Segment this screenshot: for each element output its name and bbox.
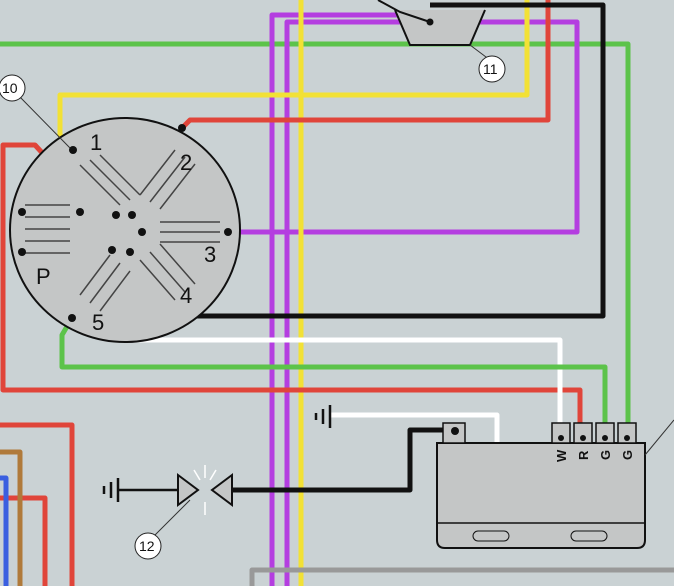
stator-label-1: 1 xyxy=(90,130,102,155)
lamp-12: 12 xyxy=(134,465,233,560)
coil-2 xyxy=(139,149,196,210)
wire-white-ground xyxy=(330,412,500,442)
wire-green-top xyxy=(0,41,631,430)
wire-black-lamp xyxy=(232,427,455,493)
wire-red-bottom-left-2 xyxy=(0,495,48,586)
wire-blue-bottom-left xyxy=(0,475,9,586)
wire-red-bottom-left xyxy=(0,422,75,586)
terminal-r: R xyxy=(576,450,591,460)
switch-11: 11 xyxy=(377,0,506,83)
svg-text:12: 12 xyxy=(139,538,155,554)
stator-label-p: P xyxy=(36,264,51,289)
stator-label-4: 4 xyxy=(180,283,192,308)
ground-icon xyxy=(314,405,332,428)
terminal-g2: G xyxy=(620,450,635,460)
stator-label-2: 2 xyxy=(180,150,192,175)
svg-text:11: 11 xyxy=(483,61,498,77)
coil-p xyxy=(25,204,70,254)
wire-grey-bottom-right xyxy=(249,567,674,586)
coil-4 xyxy=(139,243,196,301)
svg-text:10: 10 xyxy=(2,80,18,96)
wire-purple-vertical-a xyxy=(269,12,420,586)
wire-purple-vertical-b xyxy=(228,19,580,586)
terminal-w: W xyxy=(554,449,569,462)
coil-1 xyxy=(79,154,141,206)
stator-plate: 1 2 3 4 5 P xyxy=(9,117,241,343)
regulator: W R G G xyxy=(436,419,674,549)
coil-3 xyxy=(160,221,220,243)
stator-label-5: 5 xyxy=(92,310,104,335)
wire-red-stator-2 xyxy=(180,0,551,130)
callout-10: 10 xyxy=(0,74,71,149)
wire-brown-bottom-left xyxy=(0,449,23,586)
ground-icon-lamp xyxy=(102,478,178,502)
terminal-g1: G xyxy=(598,450,613,460)
stator-label-3: 3 xyxy=(204,242,216,267)
coil-5 xyxy=(79,254,131,312)
wire-green-stator-5 xyxy=(59,316,608,430)
